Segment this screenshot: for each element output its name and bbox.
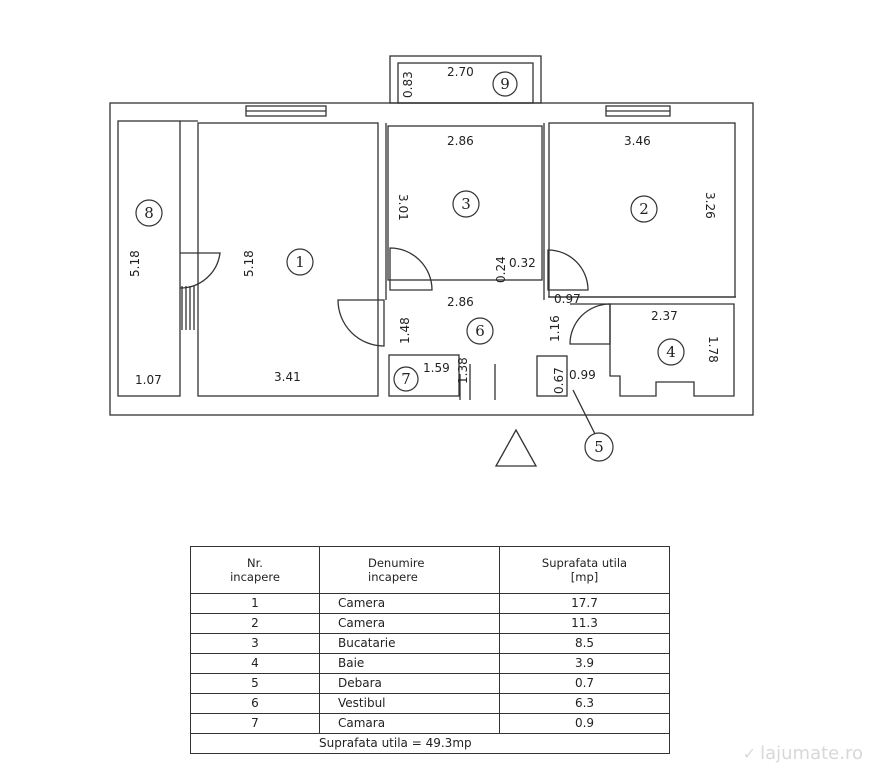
door-swing-room-4 (569, 303, 611, 345)
row-area: 0.9 (499, 713, 670, 734)
row-name: Camera (319, 593, 500, 614)
vent-grille (181, 286, 195, 330)
dim-label: 2.70 (447, 65, 474, 79)
room-marker-circle-4 (657, 338, 685, 366)
row-nr: 4 (190, 653, 320, 674)
room-label-1: 1 (295, 253, 305, 271)
room-3-outline (387, 125, 543, 281)
dim-label: 0.32 (509, 256, 536, 270)
row-name: Debara (319, 673, 500, 694)
room-1-outline (197, 122, 379, 397)
entrance-arrow-icon (494, 428, 538, 467)
table-row: 6 Vestibul 6.3 (190, 693, 670, 714)
room-marker-circle-8 (135, 199, 163, 227)
row-name: Camera (319, 613, 500, 634)
table-total-row: Suprafata utila = 49.3mp (190, 733, 670, 754)
row-nr: 1 (190, 593, 320, 614)
room-marker-circle-3 (452, 190, 480, 218)
table-row: 7 Camara 0.9 (190, 713, 670, 734)
dim-label: 2.86 (447, 295, 474, 309)
dim-label: 5.18 (242, 250, 256, 277)
dim-label: 3.41 (274, 370, 301, 384)
dim-label: 1.59 (423, 361, 450, 375)
row-name: Baie (319, 653, 500, 674)
room-marker-circle-1 (286, 248, 314, 276)
row-nr: 5 (190, 673, 320, 694)
watermark-text: lajumate.ro (760, 743, 863, 764)
table-row: 2 Camera 11.3 (190, 613, 670, 634)
dim-label: 0.97 (554, 292, 581, 306)
dim-label: 1.78 (706, 336, 720, 363)
header-name: Denumire incapere (319, 546, 500, 594)
dim-label: 1.07 (135, 373, 162, 387)
room-marker-circle-6 (466, 317, 494, 345)
dim-label: 0.83 (401, 71, 415, 98)
door-swing-room-2 (547, 249, 589, 291)
room-label-5: 5 (594, 438, 604, 456)
row-nr: 7 (190, 713, 320, 734)
room-marker-circle-9 (492, 71, 518, 97)
room-label-8: 8 (144, 204, 154, 222)
table-row: 4 Baie 3.9 (190, 653, 670, 674)
dim-label: 0.67 (552, 367, 566, 394)
room-4-outline (609, 303, 735, 397)
dim-label: 0.24 (494, 256, 508, 283)
dim-label: 2.86 (447, 134, 474, 148)
dim-label: 2.37 (651, 309, 678, 323)
dim-label: 5.18 (128, 250, 142, 277)
watermark: ✓lajumate.ro (743, 743, 863, 764)
room-5-outline (536, 355, 568, 397)
area-table: Nr. incapere Denumire incapere Suprafata… (190, 546, 670, 754)
door-swing-room-1 (337, 299, 385, 347)
area-table-header: Nr. incapere Denumire incapere Suprafata… (190, 546, 670, 594)
room-marker-circle-2 (630, 195, 658, 223)
row-name: Camara (319, 713, 500, 734)
table-row: 3 Bucatarie 8.5 (190, 633, 670, 654)
table-row: 5 Debara 0.7 (190, 673, 670, 694)
row-name: Vestibul (319, 693, 500, 714)
row-area: 17.7 (499, 593, 670, 614)
room-marker-circle-7 (393, 366, 419, 392)
dim-label: 3.46 (624, 134, 651, 148)
room-9-inner (397, 62, 534, 104)
door-swing-room-8 (179, 252, 221, 289)
logo-icon: ✓ (742, 744, 757, 763)
dim-label: 0.99 (569, 368, 596, 382)
row-nr: 3 (190, 633, 320, 654)
row-area: 11.3 (499, 613, 670, 634)
dim-label: 3.01 (396, 194, 410, 221)
row-area: 6.3 (499, 693, 670, 714)
row-area: 3.9 (499, 653, 670, 674)
floor-plan: 9 8 1 3 2 6 4 7 5 2.70 0.83 2.86 3.46 3.… (109, 55, 754, 467)
table-row: 1 Camera 17.7 (190, 593, 670, 614)
row-area: 8.5 (499, 633, 670, 654)
room-label-4: 4 (666, 343, 676, 361)
dim-label: 1.48 (398, 317, 412, 344)
dim-label: 1.16 (548, 315, 562, 342)
door-swing-room-3 (389, 247, 433, 291)
row-nr: 2 (190, 613, 320, 634)
header-nr: Nr. incapere (190, 546, 320, 594)
row-area: 0.7 (499, 673, 670, 694)
room-7-outline (388, 354, 460, 397)
row-name: Bucatarie (319, 633, 500, 654)
dim-label: 1.38 (456, 357, 470, 384)
room-label-2: 2 (639, 200, 649, 218)
dim-label: 3.26 (703, 192, 717, 219)
total-area: Suprafata utila = 49.3mp (190, 733, 670, 754)
header-area: Suprafata utila [mp] (499, 546, 670, 594)
room-marker-circle-5 (584, 432, 614, 462)
room-label-6: 6 (475, 322, 485, 340)
room-label-9: 9 (500, 75, 510, 93)
room-label-3: 3 (461, 195, 471, 213)
room-label-7: 7 (401, 370, 411, 388)
inner-wall-outline-left (117, 120, 181, 397)
row-nr: 6 (190, 693, 320, 714)
